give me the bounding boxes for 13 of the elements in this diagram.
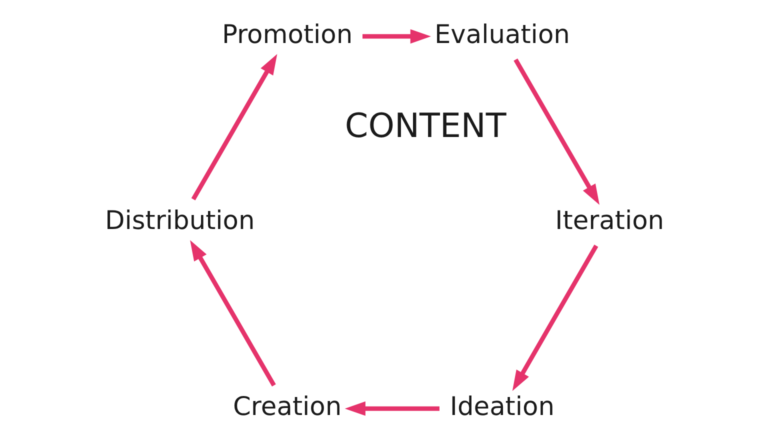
node-text: Creation [232, 392, 342, 422]
node-text: Promotion [222, 20, 352, 50]
arrow [190, 240, 276, 387]
arrow [190, 54, 277, 200]
node-text: Evaluation [434, 20, 570, 50]
arrow [362, 29, 430, 44]
arrow [513, 58, 599, 205]
node-text: Iteration [554, 206, 664, 236]
arrow [512, 244, 598, 391]
label: CONTENT [344, 106, 506, 145]
arrow [344, 401, 439, 416]
node-text: Distribution [104, 206, 254, 236]
node-text: Ideation [449, 392, 554, 422]
